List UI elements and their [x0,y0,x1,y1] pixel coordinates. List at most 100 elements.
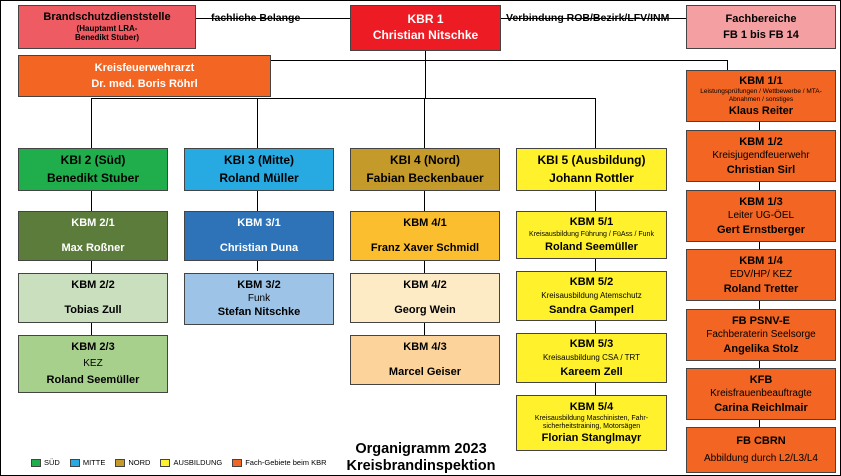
legend-label: NORD [128,458,151,467]
kbm-sub: Kreisausbildung CSA / TRT [542,353,641,363]
legend-item: MITTE [69,458,106,467]
kbm-name: Roland Seemüller [46,374,140,387]
kbm-title: KBM 5/2 [569,275,614,288]
kbm-name: Kareem Zell [560,365,623,378]
kbm-name: Carina Reichlmair [714,401,808,414]
kbi-ausbildung-title: KBI 5 (Ausbildung) [537,152,646,167]
kbm-4-2-box: KBM 4/2 Georg Wein [350,273,500,323]
kbm-sub: KEZ [83,358,103,370]
chart-title: Organigramm 2023 [355,441,487,457]
kbm-title: FB PSNV-E [731,314,791,327]
kbm-1-2-box: KBM 1/2 Kreisjugendfeuerwehr Christian S… [686,130,836,182]
kbm-title: KBM 3/2 [237,279,281,291]
legend-label: SÜD [44,458,60,467]
connector-line [425,60,426,98]
connector-line [91,98,92,148]
kbm-sub: Funk [247,293,271,305]
legend-swatch [160,458,171,467]
kbr-title: KBR 1 [407,12,444,27]
kbi-nord-name: Fabian Beckenbauer [366,170,484,185]
kbi-ausbildung-name: Johann Rottler [549,170,634,185]
kbm-name: Christian Sirl [726,163,796,176]
kbm-name: Tobias Zull [64,304,122,317]
fachbereiche-box: Fachbereiche FB 1 bis FB 14 [686,5,836,49]
kbm-5-2-box: KBM 5/2 Kreisausbildung Atemschutz Sandr… [516,271,667,321]
kbm-sub: Abbildung durch L2/L3/L4 [704,453,818,465]
kbi-mitte-title: KBI 3 (Mitte) [224,152,294,167]
fb-cbrn-box: FB CBRN Abbildung durch L2/L3/L4 [686,427,836,473]
connector-line [424,191,425,341]
kbm-2-1-box: KBM 2/1 Max Roßner [18,211,168,261]
kbm-3-2-box: KBM 3/2 Funk Stefan Nitschke [184,273,334,325]
kbm-name: Stefan Nitschke [217,306,301,319]
connector-line [595,98,596,148]
kbm-sub: Kreisausbildung Atemschutz [541,291,642,301]
fb-psnv-e-box: FB PSNV-E Fachberaterin Seelsorge Angeli… [686,309,836,361]
legend-swatch [232,458,243,467]
kbm-4-1-box: KBM 4/1 Franz Xaver Schmidl [350,211,500,261]
kbm-sub: Kreisfrauenbeauftragte [710,388,812,400]
kbm-title: KBM 2/1 [71,217,115,229]
connector-line [727,60,728,70]
legend-item: NORD [115,458,150,467]
kbm-title: KBM 2/3 [71,341,115,353]
kbm-title: FB CBRN [736,435,786,448]
kbm-name: Roland Seemüller [545,241,638,254]
kbi-sued-title: KBI 2 (Süd) [60,152,126,167]
kbm-title: KBM 5/1 [569,216,614,229]
connector-line [424,98,425,148]
brandschutz-line3: Benedikt Stuber) [74,33,139,43]
kbm-title: KBM 2/2 [71,279,115,291]
kbm-name: Klaus Reiter [728,104,794,117]
connector-line [91,98,596,99]
kbi-nord-box: KBI 4 (Nord) Fabian Beckenbauer [350,148,500,191]
legend-item: AUSBILDUNG [160,458,222,467]
kbm-title: KBM 3/1 [237,217,281,229]
kbm-5-1-box: KBM 5/1 Kreisausbildung Führung / FüAss … [516,211,667,259]
kbi-mitte-box: KBI 3 (Mitte) Roland Müller [184,148,334,191]
connector-line [257,98,258,148]
kbm-title: KBM 4/1 [403,217,447,229]
kbm-name: Christian Duna [219,242,299,255]
brandschutzdienststelle-box: Brandschutzdienststelle (Hauptamt LRA- B… [18,5,196,49]
legend-item: SÜD [31,458,60,467]
kbm-4-3-box: KBM 4/3 Marcel Geiser [350,335,500,385]
kbm-1-4-box: KBM 1/4 EDV/HP/ KEZ Roland Tretter [686,249,836,301]
kbm-title: KBM 1/3 [739,195,783,208]
kbi-sued-name: Benedikt Stuber [46,170,139,185]
connector-line [196,18,350,19]
kbm-1-1-box: KBM 1/1 Leistungsprüfungen / Wettbewerbe… [686,70,836,122]
legend-label: MITTE [82,458,106,467]
verbindung-label: Verbindung ROB/Bezirk/LFV/INM [506,12,670,24]
kbm-1-3-box: KBM 1/3 Leiter UG-ÖEL Gert Ernstberger [686,190,836,242]
kbm-2-2-box: KBM 2/2 Tobias Zull [18,273,168,323]
connector-line [271,60,727,61]
kbm-title: KBM 4/3 [403,341,447,353]
legend-swatch [31,458,41,467]
kbr-name: Christian Nitschke [372,28,479,42]
legend-label: AUSBILDUNG [173,458,223,467]
chart-subtitle: Kreisbrandinspektion [346,458,496,474]
kfa-title: Kreisfeuerwehrarzt [94,61,195,74]
kreisfeuerwehrarzt-box: Kreisfeuerwehrarzt Dr. med. Boris Röhrl [18,55,271,97]
kbm-title: KBM 1/4 [739,254,783,267]
kbi-mitte-name: Roland Müller [219,170,299,185]
kbm-name: Max Roßner [61,242,125,255]
kbm-name: Georg Wein [394,304,456,317]
kbm-sub: Kreisjugendfeuerwehr [712,150,810,162]
kfa-name: Dr. med. Boris Röhrl [91,77,198,90]
fachbereiche-title: Fachbereiche [725,12,797,25]
legend: SÜD MITTE NORD AUSBILDUNG Fach-Gebiete b… [31,458,327,467]
kbm-sub: Leiter UG-ÖEL [727,210,795,222]
kfb-box: KFB Kreisfrauenbeauftragte Carina Reichl… [686,368,836,420]
kbi-nord-title: KBI 4 (Nord) [390,152,460,167]
kbm-name: Franz Xaver Schmidl [370,242,480,255]
kbm-name: Florian Stanglmayr [541,432,642,445]
kbm-5-3-box: KBM 5/3 Kreisausbildung CSA / TRT Kareem… [516,333,667,383]
legend-item: Fach-Gebiete beim KBR [232,458,327,467]
brandschutz-title: Brandschutzdienststelle [43,11,171,24]
legend-swatch [69,458,80,467]
kbm-name: Sandra Gamperl [549,303,634,316]
kbm-name: Gert Ernstberger [716,223,806,236]
